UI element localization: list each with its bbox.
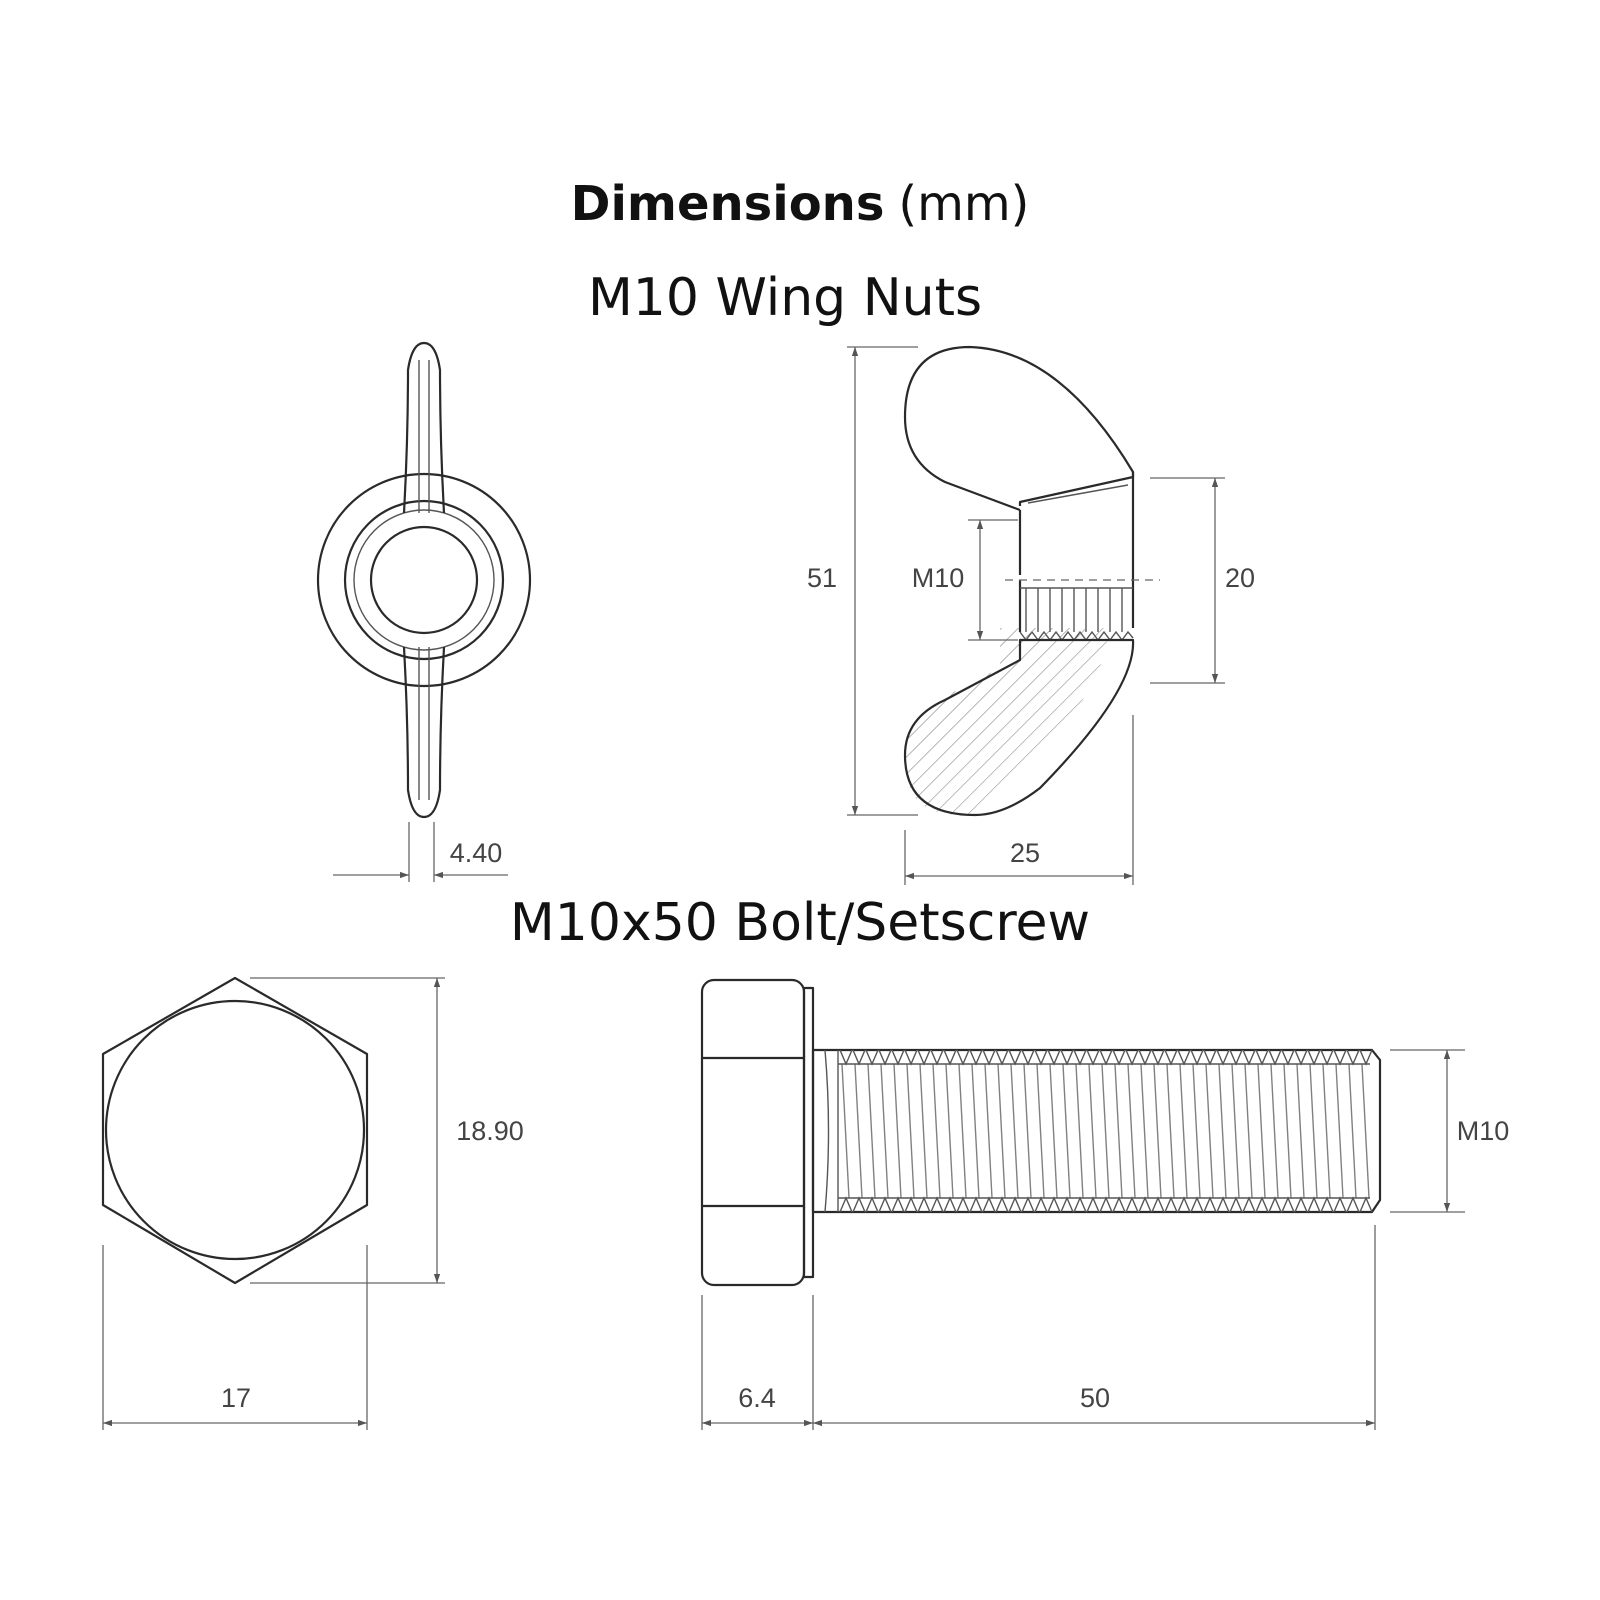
title-bold: Dimensions bbox=[571, 176, 885, 232]
bolt-across-flats-label: 17 bbox=[221, 1383, 251, 1413]
bolt-thread-dimension: M10 bbox=[1390, 1049, 1510, 1213]
bolt-length-label: 50 bbox=[1080, 1383, 1110, 1413]
wing-nut-section-title: M10 Wing Nuts bbox=[588, 268, 982, 328]
bolt-head-height-dimension: 6.4 bbox=[701, 1295, 814, 1430]
bolt-across-corners-label: 18.90 bbox=[456, 1116, 524, 1146]
wing-nut-width-label: 25 bbox=[1010, 838, 1040, 868]
wing-nut-thread-dimension: M10 bbox=[912, 519, 1018, 641]
wing-nut-height-label: 51 bbox=[807, 563, 837, 593]
bolt-threads bbox=[839, 1049, 1373, 1213]
bolt-thread-label: M10 bbox=[1457, 1116, 1510, 1146]
title-unit: (mm) bbox=[898, 176, 1029, 232]
wing-thickness-dimension: 4.40 bbox=[333, 822, 508, 882]
wing-nut-body-height-dimension: 20 bbox=[1150, 477, 1255, 684]
wing-nut-body-height-label: 20 bbox=[1225, 563, 1255, 593]
bolt-section-title: M10x50 Bolt/Setscrew bbox=[510, 893, 1090, 953]
bolt-length-dimension: 50 bbox=[813, 1225, 1376, 1430]
bolt-across-corners-dimension: 18.90 bbox=[250, 977, 524, 1284]
wing-nut-front-view bbox=[316, 341, 532, 819]
bolt-head-end-view bbox=[101, 976, 369, 1285]
bolt-across-flats-dimension: 17 bbox=[102, 1245, 368, 1430]
bolt-head-height-label: 6.4 bbox=[738, 1383, 776, 1413]
wing-nut-width-dimension: 25 bbox=[904, 715, 1134, 885]
wing-nut-height-dimension: 51 bbox=[807, 346, 918, 816]
bolt-side-view bbox=[700, 978, 1382, 1287]
wing-thickness-label: 4.40 bbox=[450, 838, 503, 868]
page-title: Dimensions(mm) bbox=[571, 176, 1030, 232]
wing-nut-thread-label: M10 bbox=[912, 563, 965, 593]
